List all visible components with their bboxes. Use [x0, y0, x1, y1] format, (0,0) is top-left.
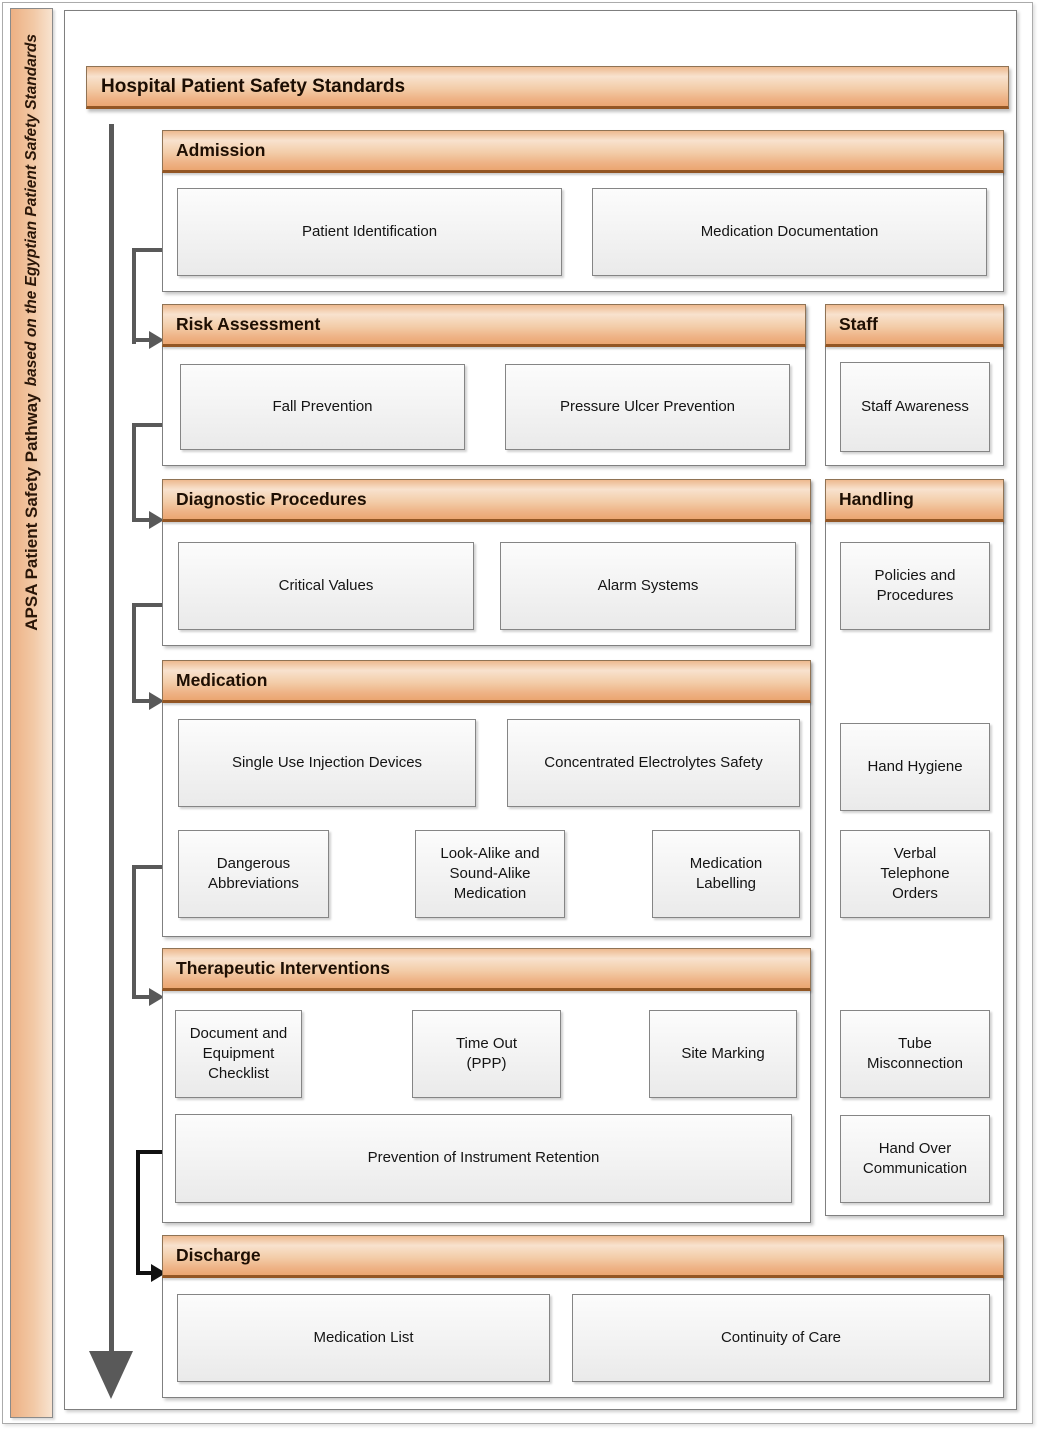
node-medication-documentation: Medication Documentation [592, 188, 987, 276]
section-medication-header: Medication [162, 660, 811, 703]
pathway-title: APSA Patient Safety Pathway [21, 393, 41, 631]
section-risk-assessment-header: Risk Assessment [162, 304, 806, 347]
section-admission: Admission Patient Identification Medicat… [162, 130, 1004, 292]
section-medication: Medication Single Use Injection Devices … [162, 660, 811, 937]
pathway-subtitle: based on the Egyptian Patient Safety Sta… [22, 34, 40, 387]
node-verbal-telephone-orders: Verbal Telephone Orders [840, 830, 990, 918]
section-diagnostic-procedures: Diagnostic Procedures Critical Values Al… [162, 479, 811, 646]
connector-arrow-icon [149, 988, 164, 1006]
node-medication-labelling: Medication Labelling [652, 830, 800, 918]
node-fall-prevention: Fall Prevention [180, 364, 465, 450]
node-critical-values: Critical Values [178, 542, 474, 630]
flow-arrowhead-icon [89, 1351, 133, 1399]
node-medication-list: Medication List [177, 1294, 550, 1382]
connector-arrow-icon [149, 692, 164, 710]
node-patient-identification: Patient Identification [177, 188, 562, 276]
page-title: Hospital Patient Safety Standards [86, 66, 1009, 109]
pathway-side-banner-text: APSA Patient Safety Pathway based on the… [11, 9, 52, 1417]
section-staff: Staff Staff Awareness [825, 304, 1004, 466]
node-site-marking: Site Marking [649, 1010, 797, 1098]
section-therapeutic-interventions-header: Therapeutic Interventions [162, 948, 811, 991]
main-frame: Hospital Patient Safety Standards [64, 10, 1017, 1410]
node-staff-awareness: Staff Awareness [840, 362, 990, 452]
section-staff-header: Staff [825, 304, 1004, 347]
section-discharge: Discharge Medication List Continuity of … [162, 1235, 1004, 1398]
section-risk-assessment: Risk Assessment Fall Prevention Pressure… [162, 304, 806, 466]
section-discharge-header: Discharge [162, 1235, 1004, 1278]
node-policies-and-procedures: Policies and Procedures [840, 542, 990, 630]
node-hand-hygiene: Hand Hygiene [840, 723, 990, 811]
node-document-and-equipment-checklist: Document and Equipment Checklist [175, 1010, 302, 1098]
node-dangerous-abbreviations: Dangerous Abbreviations [178, 830, 329, 918]
node-continuity-of-care: Continuity of Care [572, 1294, 990, 1382]
node-look-alike-sound-alike-medication: Look-Alike and Sound-Alike Medication [415, 830, 565, 918]
section-handling: Handling Policies and Procedures Hand Hy… [825, 479, 1004, 1216]
connector-arrow-icon [149, 511, 164, 529]
node-hand-over-communication: Hand Over Communication [840, 1115, 990, 1203]
node-time-out-ppp: Time Out (PPP) [412, 1010, 561, 1098]
section-admission-header: Admission [162, 130, 1004, 173]
node-tube-misconnection: Tube Misconnection [840, 1010, 990, 1098]
node-prevention-of-instrument-retention: Prevention of Instrument Retention [175, 1114, 792, 1203]
node-alarm-systems: Alarm Systems [500, 542, 796, 630]
flow-line [109, 124, 114, 1355]
connector-arrow-icon [149, 331, 164, 349]
pathway-side-banner: APSA Patient Safety Pathway based on the… [10, 8, 53, 1418]
node-pressure-ulcer-prevention: Pressure Ulcer Prevention [505, 364, 790, 450]
section-therapeutic-interventions: Therapeutic Interventions Document and E… [162, 948, 811, 1223]
section-handling-header: Handling [825, 479, 1004, 522]
section-diagnostic-procedures-header: Diagnostic Procedures [162, 479, 811, 522]
node-single-use-injection-devices: Single Use Injection Devices [178, 719, 476, 807]
node-concentrated-electrolytes-safety: Concentrated Electrolytes Safety [507, 719, 800, 807]
